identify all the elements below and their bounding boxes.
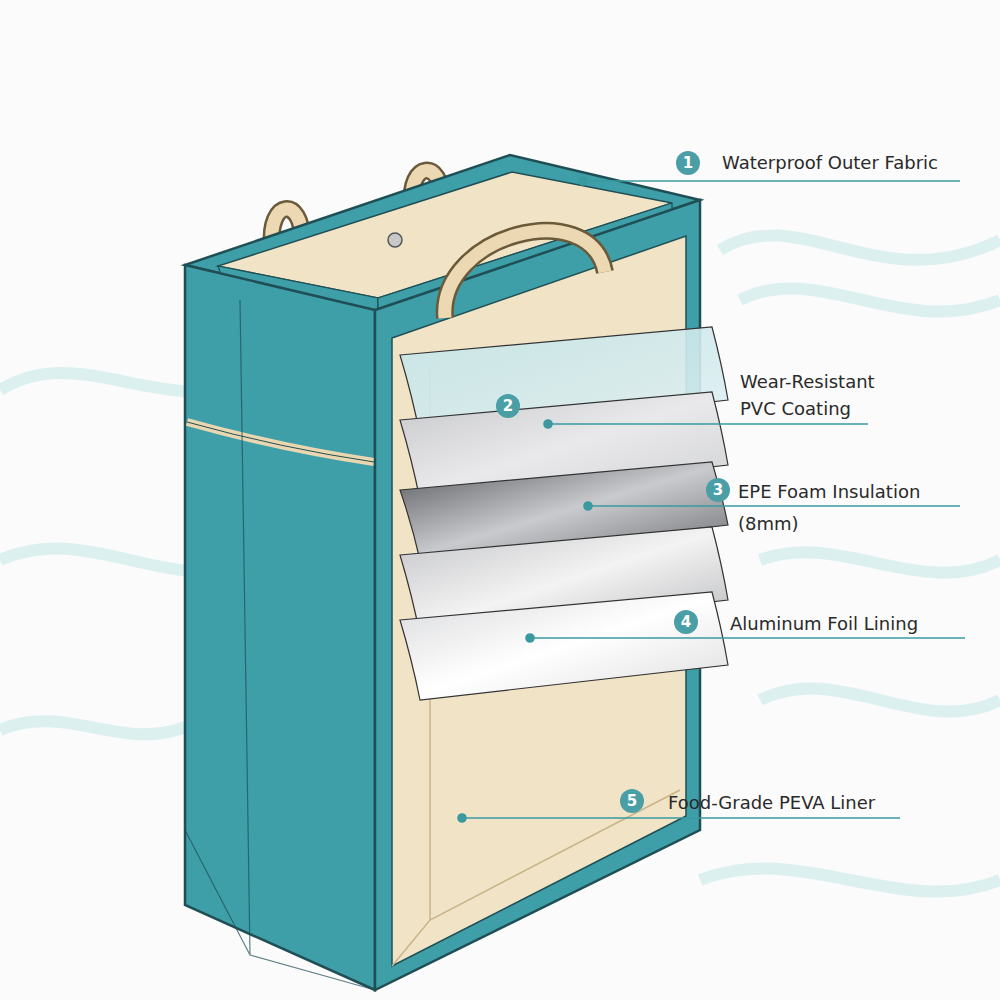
wave [0,720,200,734]
leader-dot [458,814,466,822]
callout-number: 3 [706,478,730,502]
leader-dot [584,502,592,510]
front-handle [445,231,605,318]
part-label: Food-Grade PEVA Liner [668,790,875,816]
part-label: Waterproof Outer Fabric [722,150,938,176]
wave [740,288,1000,311]
callout-number: 5 [620,789,644,813]
leader-line [530,637,965,639]
gusset-lines [185,300,375,990]
part-label: Wear-Resistant PVC Coating [740,368,915,422]
leader-line [588,505,960,507]
leader-dot [526,634,534,642]
leader-line [462,817,900,819]
bag-side-panel [185,265,375,990]
snap-button [388,233,402,247]
wave [700,868,1000,891]
leader-dot [544,420,552,428]
wave [760,552,1000,572]
front-handle-outline [445,231,605,318]
callout-number: 1 [676,151,700,175]
layer-peva-liner [400,592,728,700]
leader-line [583,180,960,182]
leader-line [548,423,868,425]
callout-number: 2 [496,394,520,418]
wave [760,688,1000,711]
part-label: EPE Foam Insulation (8mm) [738,476,968,540]
leader-dot [579,177,587,185]
part-label: Aluminum Foil Lining [730,611,918,637]
pocket-trim-edge [187,422,374,462]
wave [720,235,1000,259]
callout-number: 4 [674,610,698,634]
pocket-trim [187,422,374,462]
